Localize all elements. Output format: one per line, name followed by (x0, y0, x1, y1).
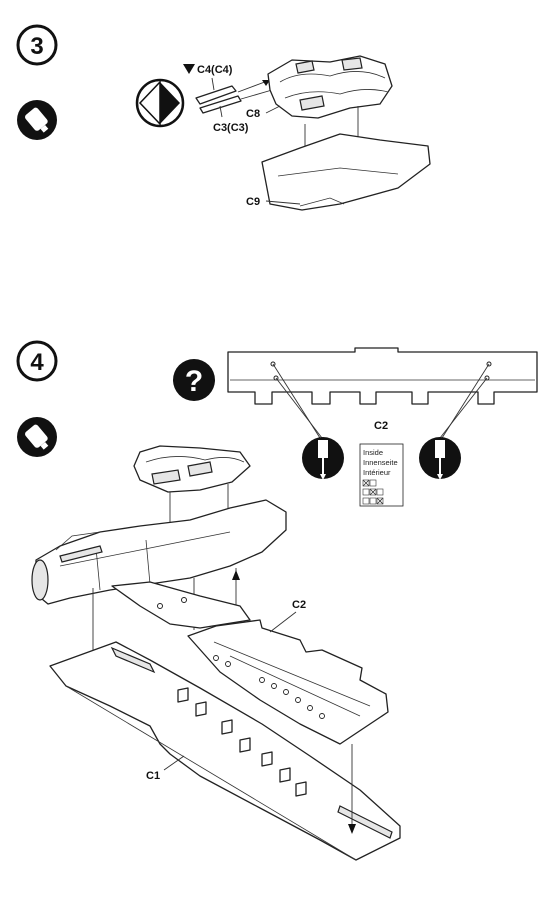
step-4-number: 4 (30, 349, 44, 376)
attach-arrows (237, 79, 273, 100)
step-4: 4 ? C2 (16, 340, 538, 861)
label-c9: C9 (246, 196, 260, 208)
drill-bit-icon (302, 437, 344, 480)
wing-root-pan (111, 581, 251, 629)
symmetry-direction-icon (135, 78, 185, 128)
drill-bit-icon (419, 437, 461, 480)
label-c2-lower: C2 (292, 599, 306, 611)
fuselage (31, 499, 287, 605)
part-c2-wing (187, 619, 389, 745)
legend-line-1: Inside (363, 448, 383, 457)
step-4-badge: 4 (16, 340, 58, 382)
paint-drop-icon (183, 64, 195, 74)
glue-tube-icon (17, 417, 57, 457)
question-mark-icon: ? (173, 359, 215, 401)
part-c4-c3 (195, 77, 242, 118)
part-c1-wing (49, 641, 401, 861)
inside-legend: Inside Innenseite Intérieur (359, 443, 404, 507)
label-c3: C3(C3) (213, 122, 249, 134)
legend-hatch (362, 479, 384, 505)
cockpit-assembly (133, 445, 251, 493)
question-mark-glyph: ? (185, 365, 203, 398)
legend-line-3: Intérieur (363, 468, 391, 477)
part-c8 (267, 55, 393, 119)
label-c4: C4(C4) (197, 64, 233, 76)
part-c9 (261, 133, 431, 211)
glue-tube-icon (17, 100, 57, 140)
label-c8: C8 (246, 108, 260, 120)
legend-line-2: Innenseite (363, 458, 398, 467)
step-3: 3 C4(C4) C3(C3) (16, 24, 431, 211)
c1-ribs (177, 687, 307, 797)
label-c1: C1 (146, 770, 160, 782)
step-3-badge: 3 (16, 24, 58, 66)
label-c2-top: C2 (374, 420, 388, 432)
part-c2-detail (227, 347, 538, 439)
c2-holes (213, 655, 325, 719)
step-3-number: 3 (30, 33, 43, 60)
